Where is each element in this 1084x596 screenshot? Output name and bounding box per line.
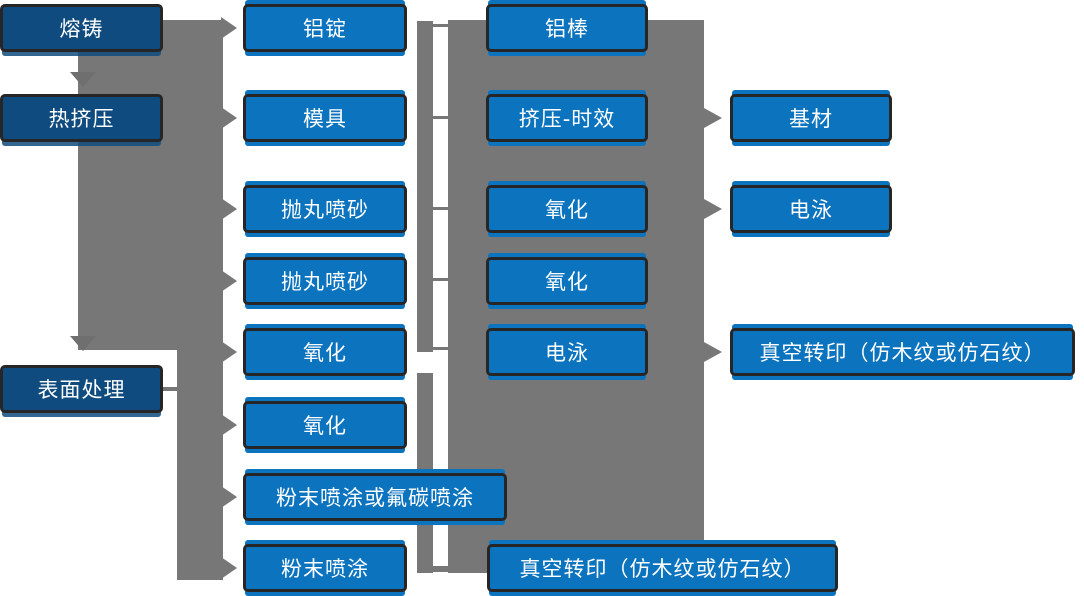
node-shot-blast-1: 抛丸喷砂	[243, 185, 407, 233]
left-trunk-narrow	[177, 348, 223, 580]
left-trunk-wide	[78, 20, 223, 350]
connector-row1	[432, 24, 449, 27]
node-powder-fluorocarbon: 粉末喷涂或氟碳喷涂	[243, 473, 507, 521]
connector-surface-treatment	[163, 387, 179, 391]
node-oxidation-1: 氧化	[243, 328, 407, 376]
connector-row5	[432, 347, 449, 350]
node-aluminum-ingot: 铝锭	[243, 4, 407, 52]
node-vacuum-transfer-2: 真空转印（仿木纹或仿石纹）	[730, 328, 1075, 376]
node-mold: 模具	[243, 94, 407, 142]
node-vacuum-transfer-1: 真空转印（仿木纹或仿石纹）	[487, 544, 838, 592]
node-electrophoresis-2: 电泳	[730, 185, 892, 233]
connector-row4	[432, 278, 449, 281]
arrow-to-vacuum-transfer-2	[704, 342, 722, 362]
node-shot-blast-2: 抛丸喷砂	[243, 257, 407, 305]
node-melt-cast: 熔铸	[0, 4, 163, 52]
node-surface-treatment: 表面处理	[0, 365, 163, 413]
connector-row3	[432, 207, 449, 210]
node-oxidation-4: 氧化	[486, 257, 648, 305]
arrow-to-aluminum-ingot	[221, 17, 237, 39]
mid-bar-top	[417, 21, 433, 352]
arrow-to-oxidation-1	[221, 341, 237, 363]
node-aluminum-rod: 铝棒	[486, 4, 648, 52]
arrow-to-electrophoresis-2	[704, 199, 722, 219]
connector-row2	[432, 116, 449, 119]
node-extrusion-aging: 挤压-时效	[486, 94, 648, 142]
node-electrophoresis-1: 电泳	[486, 328, 648, 376]
node-oxidation-3: 氧化	[486, 185, 648, 233]
node-base-material: 基材	[730, 94, 892, 142]
arrow-to-mold	[221, 107, 237, 129]
node-hot-extrusion: 热挤压	[0, 94, 163, 142]
arrow-to-base-material	[704, 108, 722, 128]
arrow-down-to-hot-extrusion	[70, 72, 96, 87]
arrow-to-oxidation-2	[221, 414, 237, 436]
arrow-down-to-surface-treatment	[70, 336, 96, 351]
node-oxidation-2: 氧化	[243, 401, 407, 449]
connector-bottom	[432, 566, 449, 572]
arrow-to-powder	[221, 557, 237, 579]
arrow-to-powder-fluorocarbon	[221, 486, 237, 508]
arrow-to-shot-blast-1	[221, 198, 237, 220]
node-powder: 粉末喷涂	[243, 544, 407, 592]
arrow-to-shot-blast-2	[221, 270, 237, 292]
